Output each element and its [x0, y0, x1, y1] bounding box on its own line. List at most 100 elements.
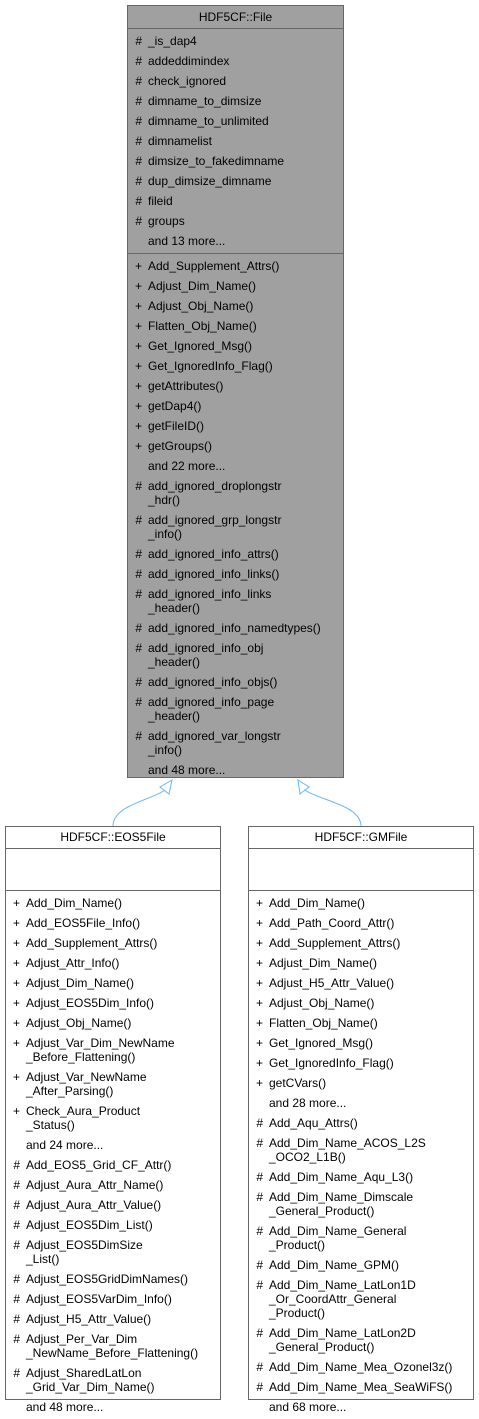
member-row[interactable]: +Adjust_Obj_Name(): [6, 1013, 220, 1033]
member-name: add_ignored_info_links(): [148, 567, 343, 581]
member-row[interactable]: +Flatten_Obj_Name(): [128, 316, 343, 336]
member-row[interactable]: +Adjust_Dim_Name(): [128, 276, 343, 296]
member-name-line: Add_EOS5File_Info(): [26, 916, 141, 930]
more-protected-methods[interactable]: and 48 more...: [26, 1400, 104, 1414]
member-row[interactable]: +Adjust_Attr_Info(): [6, 953, 220, 973]
member-row[interactable]: #add_ignored_droplongstr_hdr(): [128, 476, 343, 510]
member-row[interactable]: #groups: [128, 211, 343, 231]
visibility-marker: #: [256, 1170, 263, 1184]
visibility-marker: #: [256, 1380, 263, 1394]
member-name-line: Adjust_Obj_Name(): [26, 1016, 132, 1030]
member-row[interactable]: +getAttributes(): [128, 376, 343, 396]
member-row[interactable]: #Add_Dim_Name_Dimscale_General_Product(): [249, 1187, 473, 1221]
member-row[interactable]: #dimname_to_dimsize: [128, 91, 343, 111]
member-row[interactable]: #Add_Dim_Name_LatLon1D_Or_CoordAttr_Gene…: [249, 1275, 473, 1323]
member-row[interactable]: #add_ignored_info_objs(): [128, 672, 343, 692]
more-methods[interactable]: and 28 more...: [269, 1096, 347, 1110]
visibility-marker: +: [134, 299, 142, 313]
member-name-line: _General_Product(): [269, 1204, 375, 1218]
more-protected-methods[interactable]: and 68 more...: [269, 1400, 347, 1414]
member-name-line: dimname_to_dimsize: [148, 94, 262, 108]
member-row[interactable]: +Get_Ignored_Msg(): [249, 1033, 473, 1053]
member-row[interactable]: #dimnamelist: [128, 131, 343, 151]
member-row[interactable]: #dimsize_to_fakedimname: [128, 151, 343, 171]
member-row[interactable]: +getCVars(): [249, 1073, 473, 1093]
member-row[interactable]: +Adjust_Var_Dim_NewName_Before_Flattenin…: [6, 1033, 220, 1067]
member-row[interactable]: #Add_Dim_Name_General_Product(): [249, 1221, 473, 1255]
more-protected-methods[interactable]: and 48 more...: [148, 763, 226, 777]
member-row[interactable]: +Adjust_EOS5Dim_Info(): [6, 993, 220, 1013]
member-row[interactable]: +Add_Path_Coord_Attr(): [249, 913, 473, 933]
member-row[interactable]: +getFileID(): [128, 416, 343, 436]
member-row[interactable]: +Add_Dim_Name(): [249, 893, 473, 913]
member-row[interactable]: #Adjust_Aura_Attr_Value(): [6, 1195, 220, 1215]
member-row[interactable]: #Adjust_H5_Attr_Value(): [6, 1309, 220, 1329]
member-row[interactable]: +Add_Dim_Name(): [6, 893, 220, 913]
member-row[interactable]: #addeddimindex: [128, 51, 343, 71]
member-row[interactable]: #Add_Dim_Name_Mea_Ozonel3z(): [249, 1357, 473, 1377]
member-row[interactable]: #dup_dimsize_dimname: [128, 171, 343, 191]
member-row[interactable]: +Check_Aura_Product_Status(): [6, 1101, 220, 1135]
member-row[interactable]: +Adjust_Obj_Name(): [128, 296, 343, 316]
member-name: Adjust_Dim_Name(): [26, 976, 220, 990]
member-row[interactable]: +Adjust_Obj_Name(): [249, 993, 473, 1013]
member-row[interactable]: +getGroups(): [128, 436, 343, 456]
member-row[interactable]: #Add_Dim_Name_ACOS_L2S_OCO2_L1B(): [249, 1133, 473, 1167]
member-row[interactable]: #Add_Aqu_Attrs(): [249, 1113, 473, 1133]
member-name-line: Flatten_Obj_Name(): [148, 319, 257, 333]
member-row[interactable]: #_is_dap4: [128, 31, 343, 51]
class-eos5file[interactable]: HDF5CF::EOS5File +Add_Dim_Name()+Add_EOS…: [5, 826, 221, 1414]
member-row[interactable]: #Adjust_EOS5Dim_List(): [6, 1215, 220, 1235]
member-row[interactable]: #Adjust_EOS5VarDim_Info(): [6, 1289, 220, 1309]
member-row[interactable]: #add_ignored_info_attrs(): [128, 544, 343, 564]
member-name: Add_EOS5File_Info(): [26, 916, 220, 930]
member-row[interactable]: +Get_IgnoredInfo_Flag(): [128, 356, 343, 376]
member-row[interactable]: +Adjust_Dim_Name(): [249, 953, 473, 973]
member-row[interactable]: #Add_Dim_Name_LatLon2D_General_Product(): [249, 1323, 473, 1357]
member-name: Add_Dim_Name_General_Product(): [269, 1224, 473, 1252]
member-row[interactable]: #add_ignored_info_links_header(): [128, 584, 343, 618]
member-row[interactable]: #dimname_to_unlimited: [128, 111, 343, 131]
member-row[interactable]: #Adjust_EOS5GridDimNames(): [6, 1269, 220, 1289]
member-row[interactable]: +Adjust_Var_NewName_After_Parsing(): [6, 1067, 220, 1101]
member-row[interactable]: +Flatten_Obj_Name(): [249, 1013, 473, 1033]
member-row[interactable]: +Get_Ignored_Msg(): [128, 336, 343, 356]
member-row[interactable]: +Add_Supplement_Attrs(): [249, 933, 473, 953]
visibility-marker: #: [13, 1238, 20, 1252]
member-row[interactable]: #add_ignored_info_namedtypes(): [128, 618, 343, 638]
more-methods[interactable]: and 24 more...: [26, 1138, 104, 1152]
member-name-line: Add_Dim_Name_LatLon2D: [269, 1326, 416, 1340]
member-row[interactable]: +Add_EOS5File_Info(): [6, 913, 220, 933]
member-row[interactable]: #Adjust_SharedLatLon_Grid_Var_Dim_Name(): [6, 1363, 220, 1397]
member-row[interactable]: #check_ignored: [128, 71, 343, 91]
visibility-marker: #: [135, 214, 142, 228]
more-methods[interactable]: and 22 more...: [148, 459, 226, 473]
member-row[interactable]: #fileid: [128, 191, 343, 211]
member-row[interactable]: +Get_IgnoredInfo_Flag(): [249, 1053, 473, 1073]
member-name: Adjust_Dim_Name(): [148, 279, 343, 293]
member-row[interactable]: +Add_Supplement_Attrs(): [128, 256, 343, 276]
member-row[interactable]: #Add_Dim_Name_Aqu_L3(): [249, 1167, 473, 1187]
member-row[interactable]: #add_ignored_grp_longstr_info(): [128, 510, 343, 544]
member-row[interactable]: #Add_Dim_Name_GPM(): [249, 1255, 473, 1275]
member-name-line: dimname_to_unlimited: [148, 114, 269, 128]
member-row[interactable]: #add_ignored_info_links(): [128, 564, 343, 584]
class-gmfile[interactable]: HDF5CF::GMFile +Add_Dim_Name()+Add_Path_…: [248, 826, 474, 1414]
member-row[interactable]: #add_ignored_var_longstr_info(): [128, 726, 343, 760]
member-row[interactable]: #Adjust_Aura_Attr_Name(): [6, 1175, 220, 1195]
more-attributes[interactable]: and 13 more...: [148, 234, 226, 248]
member-row[interactable]: +Add_Supplement_Attrs(): [6, 933, 220, 953]
member-name: Flatten_Obj_Name(): [148, 319, 343, 333]
class-file[interactable]: HDF5CF::File #_is_dap4#addeddimindex#che…: [127, 5, 344, 778]
member-name: Add_Dim_Name(): [269, 896, 473, 910]
member-row[interactable]: +getDap4(): [128, 396, 343, 416]
member-row[interactable]: #add_ignored_info_page_header(): [128, 692, 343, 726]
member-row[interactable]: #Add_Dim_Name_Mea_SeaWiFS(): [249, 1377, 473, 1397]
member-row[interactable]: +Adjust_H5_Attr_Value(): [249, 973, 473, 993]
member-row[interactable]: #Add_EOS5_Grid_CF_Attr(): [6, 1155, 220, 1175]
member-name: Add_EOS5_Grid_CF_Attr(): [26, 1158, 220, 1172]
member-row[interactable]: #add_ignored_info_obj_header(): [128, 638, 343, 672]
member-row[interactable]: #Adjust_Per_Var_Dim_NewName_Before_Flatt…: [6, 1329, 220, 1363]
member-row[interactable]: #Adjust_EOS5DimSize_List(): [6, 1235, 220, 1269]
member-row[interactable]: +Adjust_Dim_Name(): [6, 973, 220, 993]
